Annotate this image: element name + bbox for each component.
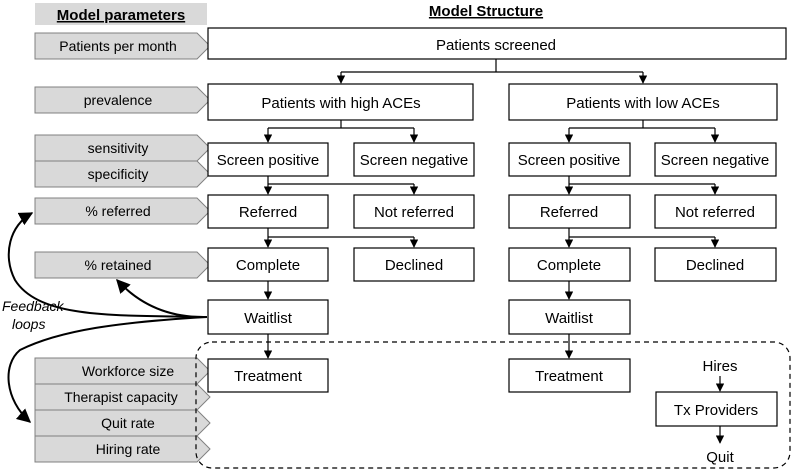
node-label: Declined <box>385 257 443 274</box>
node-patients-screened: Patients screened <box>207 27 787 60</box>
node-label: Referred <box>239 204 297 221</box>
param-label: Quit rate <box>101 415 155 431</box>
node-label: Complete <box>537 257 601 274</box>
node-low-referred: Referred <box>508 194 631 229</box>
node-tx-providers: Tx Providers <box>655 391 778 427</box>
param-label: % referred <box>85 203 150 219</box>
node-low-aces: Patients with low ACEs <box>508 83 778 121</box>
node-label: Screen positive <box>217 152 320 169</box>
node-label: Treatment <box>234 368 303 385</box>
param-label: sensitivity <box>88 140 149 156</box>
parameters-header: Model parameters <box>57 7 185 24</box>
param-hiring-rate: Hiring rate <box>34 435 211 463</box>
node-label: Patients with low ACEs <box>566 95 719 112</box>
workforce-boundary <box>195 341 791 469</box>
node-label: Screen positive <box>518 152 621 169</box>
node-high-not-referred: Not referred <box>353 194 475 229</box>
node-high-aces: Patients with high ACEs <box>207 83 474 121</box>
param-label: % retained <box>85 257 152 273</box>
node-low-declined: Declined <box>654 247 777 282</box>
param-label: specificity <box>88 166 149 182</box>
param-label: prevalence <box>84 92 153 108</box>
node-low-treatment: Treatment <box>508 358 631 393</box>
node-label: Patients screened <box>436 37 556 54</box>
param-sensitivity: sensitivity <box>34 134 211 162</box>
feedback-loop-curves <box>7 212 208 423</box>
quit-label: Quit <box>706 449 734 466</box>
param-label: Workforce size <box>82 363 175 379</box>
node-low-complete: Complete <box>508 247 631 282</box>
node-label: Screen negative <box>661 152 769 169</box>
feedback-label-line1: Feedback <box>2 298 64 314</box>
param-label: Therapist capacity <box>64 389 178 405</box>
node-high-screen-negative: Screen negative <box>353 142 475 177</box>
node-low-screen-negative: Screen negative <box>654 142 777 177</box>
node-label: Waitlist <box>545 310 594 327</box>
node-label: Patients with high ACEs <box>261 95 420 112</box>
param-label: Hiring rate <box>96 441 161 457</box>
feedback-label-line2: loops <box>12 316 45 332</box>
param-patients-per-month: Patients per month <box>34 32 211 60</box>
node-label: Not referred <box>675 204 755 221</box>
node-label: Declined <box>686 257 744 274</box>
node-label: Screen negative <box>360 152 468 169</box>
node-label: Not referred <box>374 204 454 221</box>
param-workforce-size: Workforce size <box>34 357 211 385</box>
param-label: Patients per month <box>59 38 177 54</box>
node-high-waitlist: Waitlist <box>207 299 329 335</box>
param-specificity: specificity <box>34 160 211 188</box>
parameters-header-bg <box>35 3 207 25</box>
structure-header: Model Structure <box>429 3 543 20</box>
param-pct-referred: % referred <box>34 197 211 225</box>
param-prevalence: prevalence <box>34 86 211 114</box>
node-label: Tx Providers <box>674 402 758 419</box>
node-high-treatment: Treatment <box>207 358 329 393</box>
param-pct-retained: % retained <box>34 251 211 279</box>
param-therapist-capacity: Therapist capacity <box>34 383 211 411</box>
node-low-not-referred: Not referred <box>654 194 777 229</box>
node-low-screen-positive: Screen positive <box>508 142 631 177</box>
node-label: Waitlist <box>244 310 293 327</box>
node-label: Complete <box>236 257 300 274</box>
node-label: Referred <box>540 204 598 221</box>
param-quit-rate: Quit rate <box>34 409 211 437</box>
connectors <box>263 59 725 444</box>
node-low-waitlist: Waitlist <box>508 299 631 335</box>
node-high-complete: Complete <box>207 247 329 282</box>
node-high-declined: Declined <box>353 247 475 282</box>
node-high-screen-positive: Screen positive <box>207 142 329 177</box>
hires-label: Hires <box>702 358 737 375</box>
node-high-referred: Referred <box>207 194 329 229</box>
node-label: Treatment <box>535 368 604 385</box>
